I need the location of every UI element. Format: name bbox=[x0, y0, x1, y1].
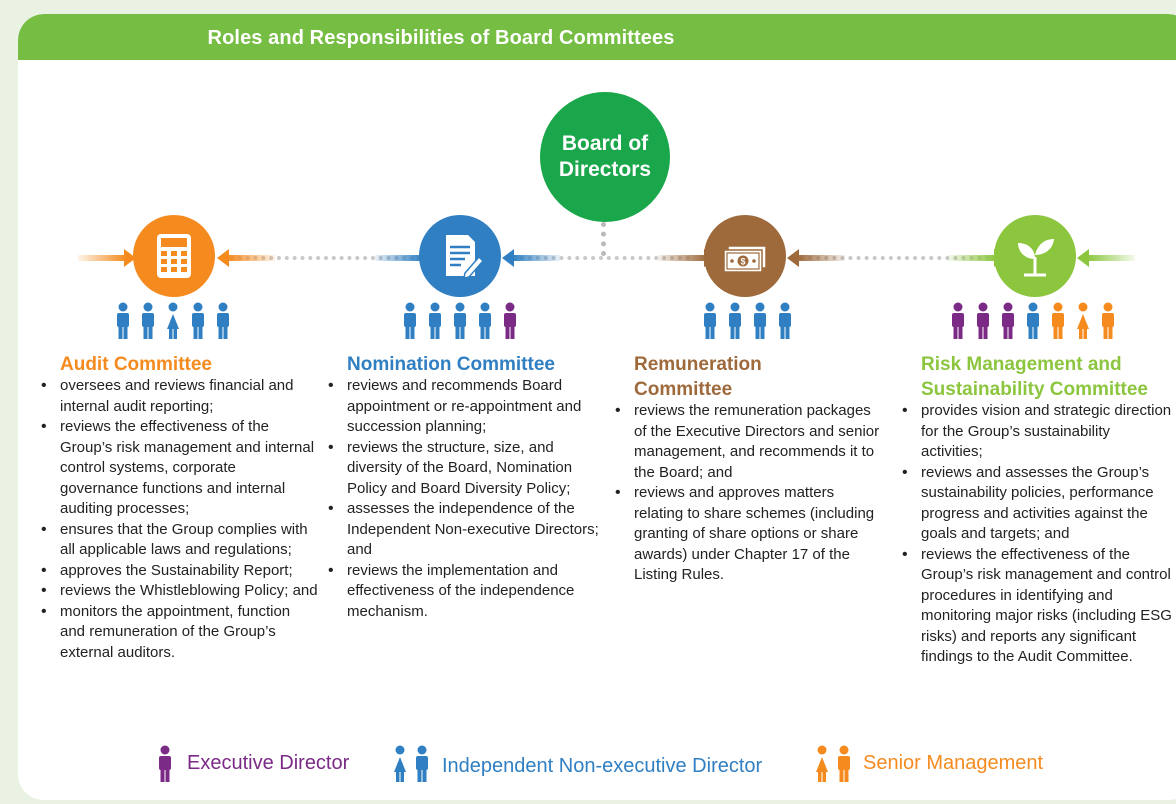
legend-senior-management: Senior Management bbox=[863, 752, 1044, 774]
committee-title-line1: Remuneration bbox=[634, 354, 762, 375]
executive-person-icon bbox=[1002, 302, 1014, 339]
committee-title-line1: Nomination Committee bbox=[347, 354, 555, 375]
arrow-into-nomination-right bbox=[502, 249, 560, 267]
person-icon bbox=[159, 745, 171, 782]
executive-person-icon bbox=[952, 302, 964, 339]
independent-nonexecutive-person-icon bbox=[704, 302, 716, 339]
independent-nonexecutive-person-icon bbox=[142, 302, 154, 339]
two-people-icon bbox=[394, 745, 428, 782]
duty-item: oversees and reviews financial and inter… bbox=[38, 376, 318, 417]
banknotes-icon: $ bbox=[723, 245, 767, 273]
document-pen-icon bbox=[446, 235, 485, 279]
duty-item: reviews the effectiveness of the Group’s… bbox=[899, 545, 1174, 668]
independent-nonexecutive-person-icon bbox=[167, 302, 179, 339]
committee-title-line1: Risk Management and bbox=[921, 354, 1122, 375]
remuneration-committee-members bbox=[700, 302, 795, 340]
duty-item: reviews the implementation and effective… bbox=[325, 561, 600, 623]
board-of-directors-circle: Board of Directors bbox=[540, 92, 670, 222]
independent-nonexecutive-person-icon bbox=[192, 302, 204, 339]
duty-item: reviews and recommends Board appointment… bbox=[325, 376, 600, 438]
duty-item: reviews the structure, size, and diversi… bbox=[325, 438, 600, 500]
duty-item: reviews and approves matters relating to… bbox=[612, 483, 884, 586]
two-people-icon bbox=[816, 745, 850, 782]
duty-item: approves the Sustainability Report; bbox=[38, 561, 318, 582]
duty-item: provides vision and strategic direction … bbox=[899, 401, 1174, 463]
independent-nonexecutive-person-icon bbox=[404, 302, 416, 339]
independent-nonexecutive-person-icon bbox=[429, 302, 441, 339]
remuneration-committee-duties: reviews the remuneration packages of the… bbox=[612, 401, 884, 586]
duty-item: reviews the remuneration packages of the… bbox=[612, 401, 884, 483]
executive-person-icon bbox=[504, 302, 516, 339]
audit-committee-duties: oversees and reviews financial and inter… bbox=[38, 376, 318, 663]
independent-nonexecutive-person-icon bbox=[729, 302, 741, 339]
risk-committee-circle bbox=[994, 215, 1076, 297]
independent-nonexecutive-person-icon bbox=[754, 302, 766, 339]
duty-item: reviews the effectiveness of the Group’s… bbox=[38, 417, 318, 520]
nomination-committee-circle bbox=[419, 215, 501, 297]
arrow-into-audit-left bbox=[78, 249, 136, 267]
legend-independent-nonexecutive-director: Independent Non-executive Director bbox=[442, 755, 763, 777]
diagram-title: Roles and Responsibilities of Board Comm… bbox=[207, 27, 675, 49]
independent-nonexecutive-person-icon bbox=[779, 302, 791, 339]
independent-nonexecutive-person-icon bbox=[454, 302, 466, 339]
independent-nonexecutive-person-icon bbox=[479, 302, 491, 339]
audit-committee-circle bbox=[133, 215, 215, 297]
committee-title-line2: Committee bbox=[634, 379, 733, 400]
connector-audit-nomination bbox=[230, 256, 430, 260]
board-title-line2: Directors bbox=[558, 158, 652, 181]
committee-title-line2: Sustainability Committee bbox=[921, 379, 1148, 400]
independent-nonexecutive-person-icon bbox=[217, 302, 229, 339]
independent-nonexecutive-person-icon bbox=[117, 302, 129, 339]
calculator-icon bbox=[157, 234, 191, 278]
nomination-committee-members bbox=[400, 302, 520, 340]
board-connector-vertical bbox=[601, 222, 606, 256]
arrow-into-risk-right bbox=[1077, 249, 1135, 267]
board-title-line1: Board of bbox=[561, 132, 649, 155]
nomination-committee-title: Nomination Committee bbox=[347, 352, 555, 377]
senior-management-person-icon bbox=[1052, 302, 1064, 339]
senior-management-person-icon bbox=[1077, 302, 1089, 339]
svg-text:$: $ bbox=[740, 257, 745, 267]
arrow-into-audit-right bbox=[217, 249, 275, 267]
seedling-icon bbox=[1018, 239, 1054, 277]
remuneration-committee-circle: $ bbox=[704, 215, 786, 297]
senior-management-person-icon bbox=[1102, 302, 1114, 339]
audit-committee-members bbox=[113, 302, 233, 340]
connector-nomination-remuneration bbox=[520, 256, 690, 260]
risk-committee-duties: provides vision and strategic direction … bbox=[899, 401, 1174, 668]
legend-executive-director: Executive Director bbox=[187, 752, 350, 774]
duty-item: monitors the appointment, function and r… bbox=[38, 602, 318, 664]
title-banner: Roles and Responsibilities of Board Comm… bbox=[18, 14, 1176, 60]
risk-committee-title: Risk Management and Sustainability Commi… bbox=[921, 352, 1148, 402]
duty-item: ensures that the Group complies with all… bbox=[38, 520, 318, 561]
independent-nonexecutive-person-icon bbox=[1027, 302, 1039, 339]
duty-item: reviews and assesses the Group’s sustain… bbox=[899, 463, 1174, 545]
arrow-into-remuneration-right bbox=[787, 249, 845, 267]
nomination-committee-duties: reviews and recommends Board appointment… bbox=[325, 376, 600, 622]
duty-item: assesses the independence of the Indepen… bbox=[325, 499, 600, 561]
risk-committee-members bbox=[948, 302, 1118, 340]
duty-item: reviews the Whistleblowing Policy; and bbox=[38, 581, 318, 602]
committee-title-line1: Audit Committee bbox=[60, 354, 212, 375]
remuneration-committee-title: Remuneration Committee bbox=[634, 352, 762, 402]
audit-committee-title: Audit Committee bbox=[60, 352, 212, 377]
connector-remuneration-risk bbox=[800, 256, 990, 260]
executive-person-icon bbox=[977, 302, 989, 339]
